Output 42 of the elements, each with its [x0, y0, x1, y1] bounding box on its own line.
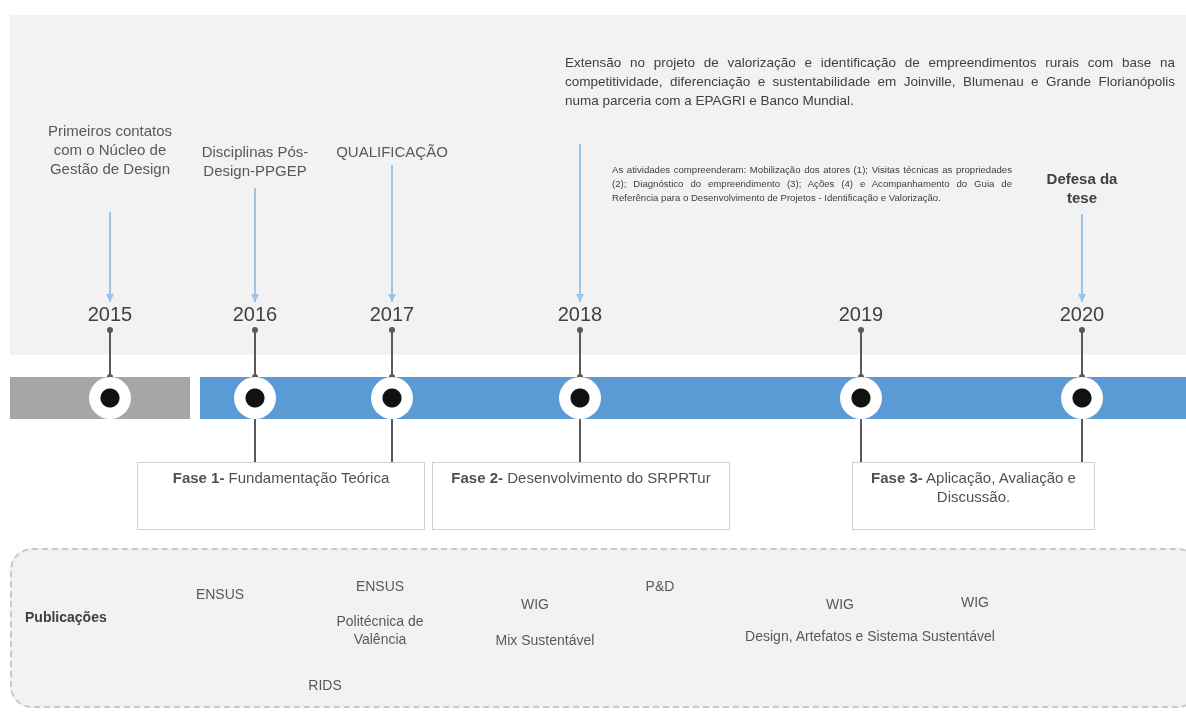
phase-box: Fase 3- Aplicação, Avaliação e Discussão. — [852, 462, 1095, 530]
event-text: Disciplinas Pós-Design-PPGEP — [185, 143, 325, 188]
arrow — [1078, 213, 1086, 303]
year-label: 2015 — [85, 302, 135, 330]
event-text: QUALIFICAÇÃO — [322, 143, 462, 165]
publication-label: WIG — [520, 596, 550, 614]
connector-line — [389, 327, 395, 380]
publication-label: ENSUS — [194, 586, 246, 604]
connector-line — [1081, 418, 1083, 463]
event-text: Defesa da tese — [1040, 170, 1124, 214]
publication-label: Mix Sustentável — [494, 632, 596, 650]
arrow — [106, 211, 114, 303]
publication-label: RIDS — [307, 677, 343, 695]
publication-label: Politécnica de Valência — [335, 613, 425, 648]
publication-label: P&D — [644, 578, 676, 596]
section-heading: Publicações — [25, 609, 108, 627]
publication-label: Design, Artefatos e Sistema Sustentável — [744, 628, 996, 646]
connector-line — [107, 327, 113, 380]
connector-line — [577, 327, 583, 380]
connector-line — [254, 418, 256, 463]
event-text: Primeiros contatos com o Núcleo de Gestão de Design — [40, 122, 180, 212]
year-label: 2020 — [1057, 302, 1107, 330]
arrow — [251, 187, 259, 303]
connector-line — [860, 418, 862, 463]
connector-line — [391, 418, 393, 463]
year-label: 2019 — [836, 302, 886, 330]
description-text: Extensão no projeto de valorização e identificação de empreendimentos rurais com base na competitividade, diferenciação e sustentabilidade em Joinville, Blumenau e Grande Florianópolis numa parceria com a EPAGRI e Banco Mundial. — [565, 54, 1175, 144]
arrow — [576, 143, 584, 303]
connector-line — [579, 418, 581, 463]
connector-line — [252, 327, 258, 380]
publication-label: WIG — [825, 596, 855, 614]
connector-line — [858, 327, 864, 380]
year-label: 2016 — [230, 302, 280, 330]
publication-label: ENSUS — [354, 578, 406, 596]
phase-box: Fase 2- Desenvolvimento do SRPRTur — [432, 462, 730, 530]
description-text: As atividades compreenderam: Mobilização dos atores (1); Visitas técnicas as propriedades (2); Diagnóstico do empreendimento (3); Ações (4) e Acompanhamento do Guia de Referência para o Desenvolvimento de Projetos - Identificação e Valorização. — [612, 163, 1012, 247]
arrow — [388, 164, 396, 303]
year-label: 2017 — [367, 302, 417, 330]
publication-label: WIG — [960, 594, 990, 612]
connector-line — [1079, 327, 1085, 380]
year-label: 2018 — [555, 302, 605, 330]
phase-box: Fase 1- Fundamentação Teórica — [137, 462, 425, 530]
